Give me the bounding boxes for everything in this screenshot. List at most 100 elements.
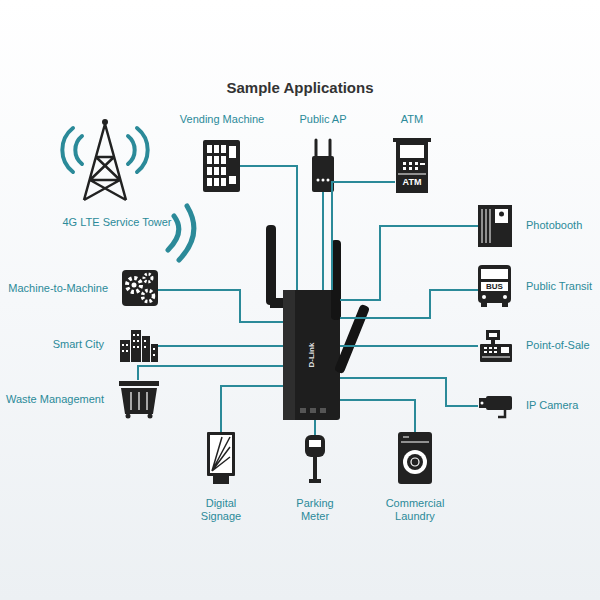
- icon-text: ATM: [395, 177, 429, 188]
- application-label: Parking Meter: [285, 497, 345, 523]
- application-label: Public Transit: [526, 280, 592, 293]
- meter-window: [309, 440, 321, 447]
- application-node: Public AP: [312, 140, 334, 192]
- signal-waves-right: [128, 128, 148, 172]
- application-node: Machine-to-Machine: [122, 270, 158, 306]
- application-label: Digital Signage: [191, 497, 251, 523]
- application-node: Waste Management: [120, 380, 158, 418]
- ap-antennas: [316, 140, 330, 158]
- bin-ribs: [131, 392, 147, 410]
- photobooth-figure: [499, 212, 504, 217]
- ap-led: [322, 179, 325, 182]
- router-antenna: [334, 304, 370, 375]
- application-node: Parking Meter: [305, 435, 325, 483]
- diagram-title: Sample Applications: [0, 79, 600, 97]
- photobooth-sign: [495, 209, 508, 223]
- lens-glint: [481, 402, 484, 405]
- application-label: Point-of-Sale: [526, 339, 590, 352]
- atm-icon: [396, 140, 428, 193]
- gear-hub: [132, 283, 137, 288]
- connector-line: [138, 366, 283, 380]
- application-label: ATM: [372, 113, 452, 126]
- application-node: Photobooth: [478, 205, 512, 247]
- application-node: Smart City: [120, 328, 158, 362]
- connector-line: [340, 378, 478, 406]
- m2m-icon: [122, 270, 158, 306]
- bin-wheel: [126, 414, 131, 419]
- bus-icon: [478, 265, 511, 303]
- signage-stand: [213, 476, 229, 484]
- laundry-panel: [401, 437, 429, 442]
- tower-node: 4G LTE Service Tower: [78, 118, 132, 202]
- vending-slots: [207, 145, 226, 186]
- camera-lens: [479, 398, 487, 408]
- brand-logo: D-Link: [307, 335, 317, 376]
- atm-keypad: [403, 162, 425, 170]
- bus-window: [481, 269, 508, 279]
- bus-light: [503, 295, 507, 299]
- connector-line: [340, 345, 478, 347]
- connector-line: [221, 386, 283, 432]
- connector-line: [340, 226, 478, 300]
- laundry-drum: [407, 454, 423, 470]
- application-label: Vending Machine: [162, 113, 282, 126]
- pos-keys: [484, 347, 509, 353]
- camera-body: [486, 396, 512, 410]
- application-label: Waste Management: [0, 393, 104, 406]
- signage-frame: [207, 432, 235, 476]
- gear: [143, 291, 154, 302]
- connector-line: [340, 400, 415, 432]
- city-icon: [120, 330, 158, 362]
- router-antenna: [266, 225, 276, 305]
- icon-text: BUS: [478, 282, 511, 291]
- bus-wheel: [502, 302, 508, 307]
- laundry-door: [403, 450, 427, 474]
- router-side: [283, 290, 295, 420]
- connector-line: [314, 420, 316, 435]
- waste-icon: [121, 388, 157, 414]
- laundry-icon: [398, 432, 432, 484]
- laundry-drum-ring: [411, 458, 419, 466]
- atm-divider: [398, 174, 426, 175]
- application-node: Digital Signage: [205, 432, 237, 484]
- meter-base: [309, 479, 321, 483]
- signal-waves-router: [168, 206, 194, 260]
- application-label: IP Camera: [526, 399, 578, 412]
- bus-light: [482, 295, 486, 299]
- signal-waves-left: [62, 128, 82, 172]
- router-node: D-Link: [283, 290, 340, 420]
- atm-screen: [400, 145, 424, 158]
- ap-led: [327, 179, 330, 182]
- signage-rays: [212, 437, 230, 471]
- application-node: ATMATM: [395, 140, 429, 193]
- pos-screen: [489, 333, 497, 337]
- application-node: Point-of-Sale: [478, 330, 512, 362]
- photobooth-curtain: [482, 209, 490, 243]
- application-label: Commercial Laundry: [375, 497, 455, 523]
- application-label: Photobooth: [526, 219, 582, 232]
- bin-wheel: [148, 414, 153, 419]
- tower-lattice: [84, 124, 126, 200]
- application-node: Commercial Laundry: [398, 432, 432, 484]
- application-label: Smart City: [0, 338, 104, 351]
- connector-line: [158, 345, 283, 347]
- pos-base: [480, 344, 512, 362]
- photobooth-icon: [478, 205, 512, 247]
- city-windows: [122, 334, 155, 356]
- signage-screen: [210, 435, 232, 473]
- vending-icon: [203, 140, 240, 192]
- application-node: IP Camera: [478, 394, 512, 418]
- connector-line: [158, 290, 283, 322]
- bin-lid: [119, 381, 159, 386]
- gear: [127, 278, 141, 292]
- pos-display: [486, 330, 500, 340]
- gear: [144, 274, 152, 282]
- application-node: Public TransitBUS: [478, 265, 511, 305]
- pos-stem: [491, 340, 495, 344]
- pos-drawer: [482, 357, 510, 358]
- meter-head: [305, 435, 325, 457]
- router-ports: [300, 408, 326, 413]
- bus-wheel: [481, 302, 487, 307]
- connector-line: [332, 182, 395, 290]
